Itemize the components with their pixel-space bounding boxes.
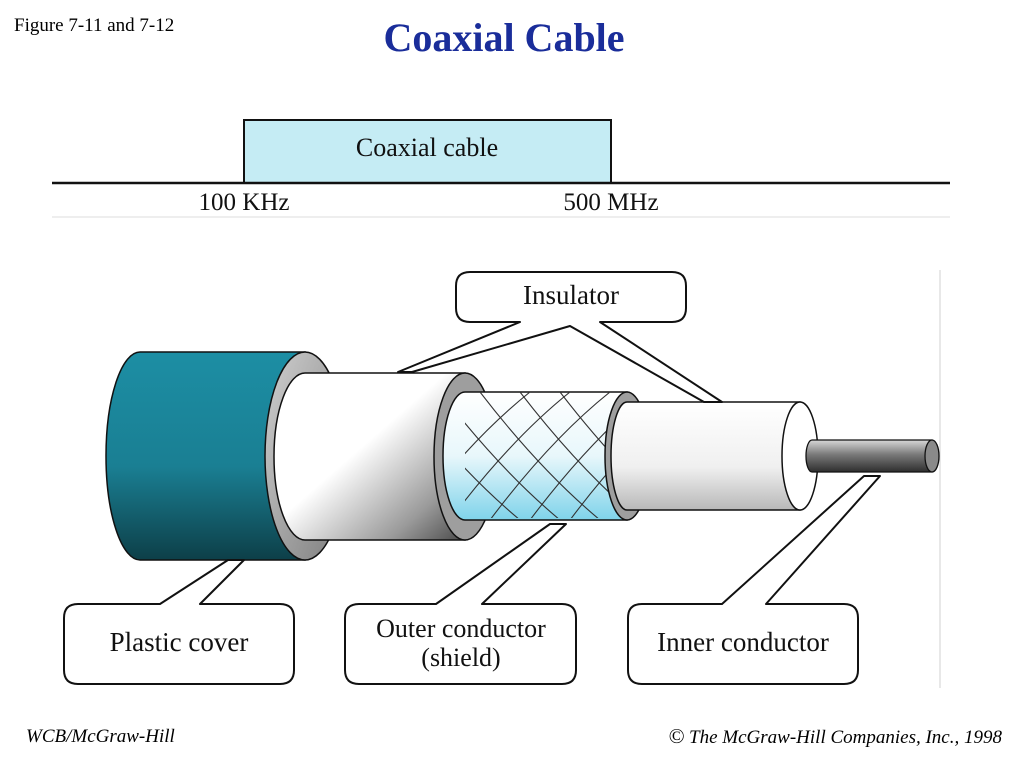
footer-copyright-text: The McGraw-Hill Companies, Inc., 1998 [689,727,1002,748]
callout-outer-conductor-line2: (shield) [421,643,500,672]
band-low-label: 100 KHz [199,189,290,216]
callout-insulator-label: Insulator [523,280,619,310]
callout-plastic-cover-label: Plastic cover [110,627,249,657]
callout-outer-conductor: Outer conductor (shield) [344,523,577,685]
band-box [243,119,612,184]
figure-label: Figure 7-11 and 7-12 [14,15,175,36]
coaxial-cable-diagram: Coaxial cable 100 KHz 500 MHz [52,119,950,688]
copyright-symbol: © [668,724,685,748]
callout-inner-conductor: Inner conductor [627,475,881,685]
callout-outer-conductor-line1: Outer conductor [376,614,546,643]
cable-illustration [105,351,940,561]
callout-plastic-cover: Plastic cover [63,559,295,685]
slide-title: Coaxial Cable [383,15,625,60]
band-high-label: 500 MHz [563,189,658,216]
callout-insulator: Insulator [397,271,723,403]
callout-inner-conductor-label: Inner conductor [657,627,829,657]
band-label: Coaxial cable [356,133,498,162]
inner-conductor-wire [805,439,940,473]
inner-insulator-layer [610,401,819,511]
footer-publisher: WCB/McGraw-Hill [26,726,175,747]
frequency-band: Coaxial cable 100 KHz 500 MHz [52,119,950,218]
footer-copyright: © The McGraw-Hill Companies, Inc., 1998 [668,724,1002,749]
